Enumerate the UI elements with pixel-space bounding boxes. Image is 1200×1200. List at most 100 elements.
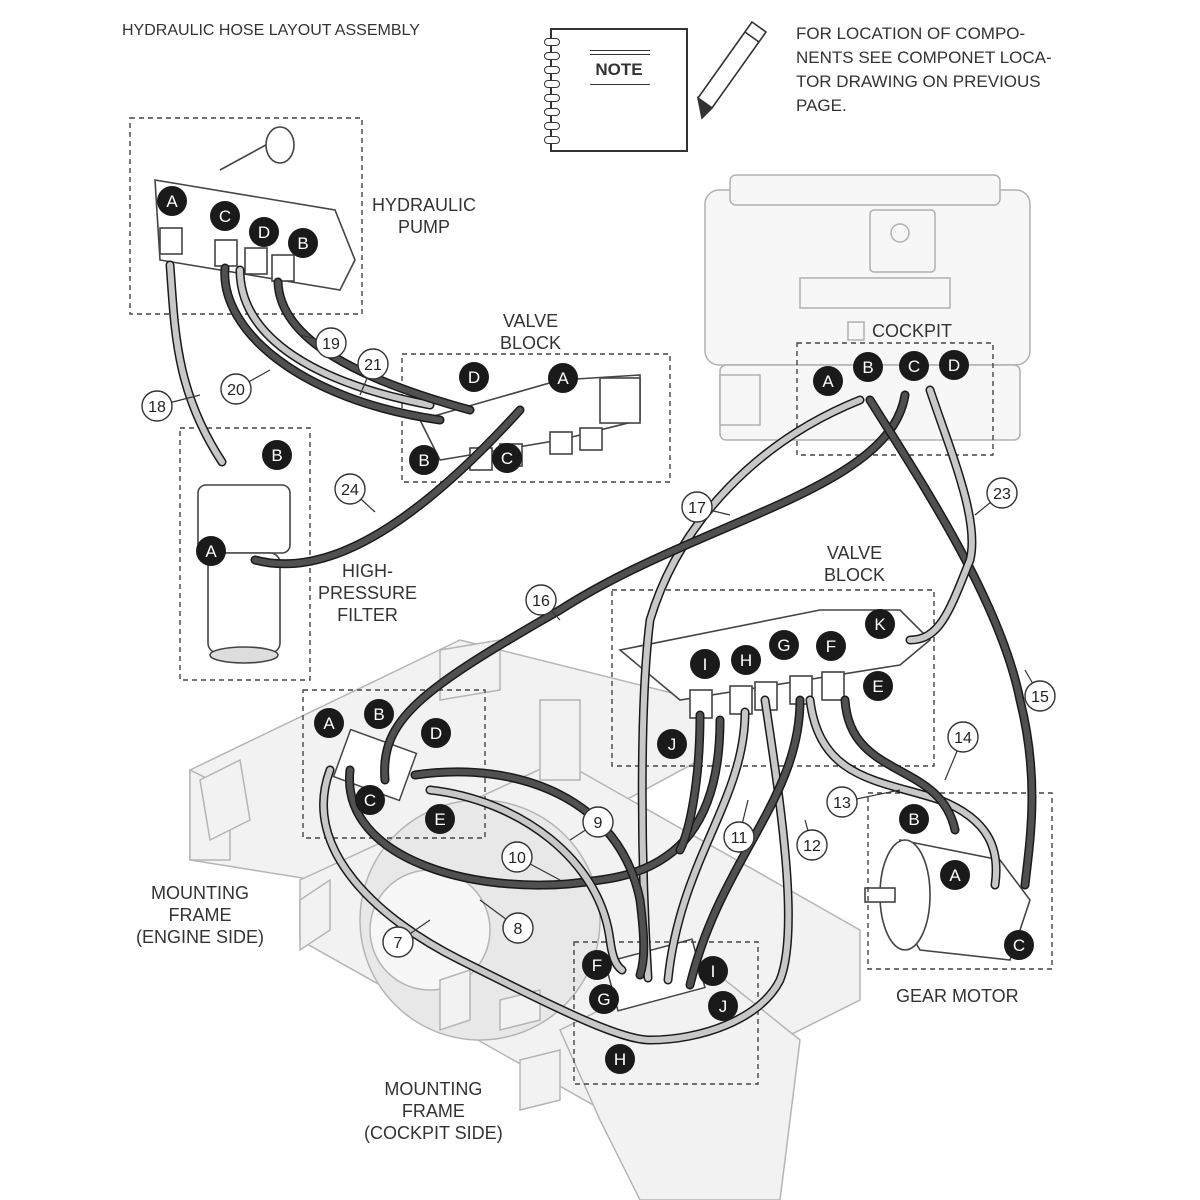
valve-block-top-label: VALVE BLOCK <box>500 310 561 354</box>
port-filter-b: B <box>262 440 292 470</box>
port-gear-motor-a: A <box>940 860 970 890</box>
hose-number-18: 18 <box>141 390 201 422</box>
port-letter: H <box>614 1050 626 1069</box>
port-cockpit-d: D <box>939 350 969 380</box>
hose-number-text: 14 <box>954 730 972 747</box>
port-frame-cockpit-h: H <box>605 1044 635 1074</box>
gear-motor-label: GEAR MOTOR <box>896 985 1019 1007</box>
port-frame-engine-e: E <box>425 804 455 834</box>
frame-engine-label-line: FRAME <box>168 905 232 925</box>
port-letter: A <box>166 192 178 211</box>
port-letter: A <box>323 714 335 733</box>
port-letter: D <box>258 223 270 242</box>
port-letter: A <box>949 866 961 885</box>
port-letter: E <box>872 677 883 696</box>
hose-number-text: 23 <box>993 486 1011 503</box>
port-letter: D <box>430 724 442 743</box>
hose-line <box>687 697 803 988</box>
note-label: NOTE <box>595 60 643 79</box>
port-letter: F <box>826 637 836 656</box>
filter-label-line: FILTER <box>337 605 398 625</box>
port-valve-mid-f: F <box>816 631 846 661</box>
hose-number-16: 16 <box>525 584 561 621</box>
hose-line <box>639 397 863 981</box>
port-gear-motor-c: C <box>1004 930 1034 960</box>
pump-label-line: HYDRAULIC <box>372 195 477 215</box>
hose-number-13: 13 <box>826 786 901 818</box>
port-valve-mid-h: H <box>731 645 761 675</box>
hose-line <box>320 697 792 1044</box>
port-letter: I <box>703 655 708 674</box>
hose-number-text: 7 <box>394 935 403 952</box>
hose-line <box>842 697 958 833</box>
hose-number-text: 20 <box>227 382 245 399</box>
port-letter: H <box>740 651 752 670</box>
port-letter: J <box>668 735 677 754</box>
hose-number-text: 21 <box>364 357 382 374</box>
hose-outline <box>840 695 960 835</box>
port-letter: B <box>373 705 384 724</box>
note-line: TOR DRAWING ON PREVIOUS <box>796 72 1041 91</box>
port-frame-cockpit-g: G <box>589 984 619 1014</box>
port-frame-engine-d: D <box>421 718 451 748</box>
valve-block-mid-label-line: BLOCK <box>824 565 886 585</box>
port-pump-b: B <box>288 228 318 258</box>
pencil-icon <box>696 20 768 120</box>
frame-engine-label: MOUNTING FRAME (ENGINE SIDE) <box>136 882 264 948</box>
hose-number-14: 14 <box>944 721 979 781</box>
port-valve-mid-e: E <box>863 671 893 701</box>
port-frame-cockpit-j: J <box>708 991 738 1021</box>
port-cockpit-a: A <box>813 366 843 396</box>
port-frame-engine-b: B <box>364 699 394 729</box>
frame-engine-label-line: MOUNTING <box>151 883 249 903</box>
port-valve-top-c: C <box>492 443 522 473</box>
filter-label-line: HIGH- <box>342 561 394 581</box>
hose-line <box>867 397 1035 888</box>
hose-number-11: 11 <box>723 799 755 853</box>
port-letter: F <box>592 956 602 975</box>
hose-lines <box>165 260 1037 1045</box>
port-letter: G <box>597 990 610 1009</box>
port-valve-mid-i: I <box>690 649 720 679</box>
port-frame-cockpit-f: F <box>582 950 612 980</box>
valve-block-top-drawing <box>418 374 641 471</box>
port-valve-mid-g: G <box>769 630 799 660</box>
hydraulic-pump-drawing <box>154 126 356 291</box>
hose-number-text: 10 <box>508 850 526 867</box>
hose-number-15: 15 <box>1024 669 1056 712</box>
hose-number-21: 21 <box>357 348 389 396</box>
port-letter: B <box>418 451 429 470</box>
port-frame-engine-c: C <box>355 785 385 815</box>
port-letter: C <box>1013 936 1025 955</box>
hose-number-9: 9 <box>569 806 614 841</box>
hose-number-7: 7 <box>382 919 431 958</box>
frame-cockpit-label-line: MOUNTING <box>384 1079 483 1099</box>
pump-label-line: PUMP <box>398 217 451 237</box>
port-letter: C <box>219 207 231 226</box>
port-cockpit-c: C <box>899 351 929 381</box>
port-pump-a: A <box>157 186 187 216</box>
hose-number-text: 16 <box>532 593 550 610</box>
note-line: NENTS SEE COMPONET LOCA- <box>796 48 1052 67</box>
valve-block-top-label-line: VALVE <box>502 311 559 331</box>
port-letter: E <box>434 810 445 829</box>
hose-number-text: 24 <box>341 482 359 499</box>
gear-motor-label-line: GEAR MOTOR <box>896 986 1019 1006</box>
port-letter: C <box>364 791 376 810</box>
port-letter: K <box>874 615 886 634</box>
hose-number-text: 17 <box>688 500 706 517</box>
pump-label: HYDRAULIC PUMP <box>372 194 476 238</box>
frame-engine-label-line: (ENGINE SIDE) <box>136 927 265 947</box>
filter-drawing <box>197 484 291 664</box>
frame-cockpit-label-line: (COCKPIT SIDE) <box>364 1123 503 1143</box>
port-letter: B <box>908 810 919 829</box>
port-letter: C <box>908 357 920 376</box>
hose-number-23: 23 <box>974 477 1018 516</box>
hose-number-text: 15 <box>1031 689 1049 706</box>
port-cockpit-b: B <box>853 352 883 382</box>
hose-number-24: 24 <box>334 473 376 513</box>
port-letter: C <box>501 449 513 468</box>
port-pump-c: C <box>210 201 240 231</box>
